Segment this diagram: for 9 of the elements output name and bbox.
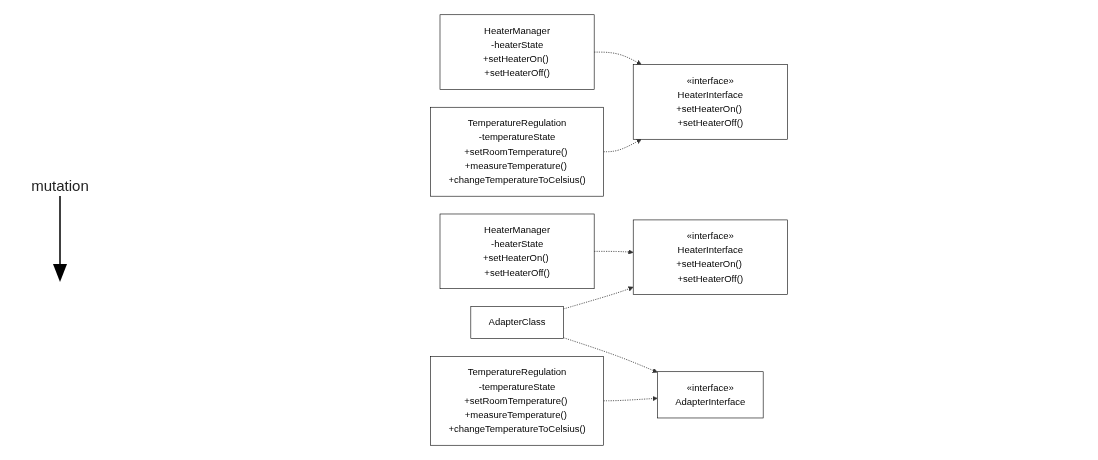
node-box: «interface» HeaterInterface +setHeaterOn() +setHeaterOff() xyxy=(632,219,788,295)
node-box: AdapterClass xyxy=(470,306,564,339)
node-box: HeaterManager -heaterState +setHeaterOn() +setHeaterOff() xyxy=(439,14,595,90)
node-box: TemperatureRegulation -temperatureState +setRoomTemperature() +measureTemperature() +changeTemperatureToCelsius() xyxy=(430,106,604,197)
node-box: «interface» HeaterInterface +setHeaterOn() +setHeaterOff() xyxy=(632,64,788,140)
node-box: «interface» AdapterInterface xyxy=(657,371,764,419)
diagram-label: mutation xyxy=(31,176,89,194)
node-box: TemperatureRegulation -temperatureState +setRoomTemperature() +measureTemperature() +changeTemperatureToCelsius() xyxy=(430,356,604,446)
node-box: HeaterManager -heaterState +setHeaterOn() +setHeaterOff() xyxy=(439,213,595,289)
